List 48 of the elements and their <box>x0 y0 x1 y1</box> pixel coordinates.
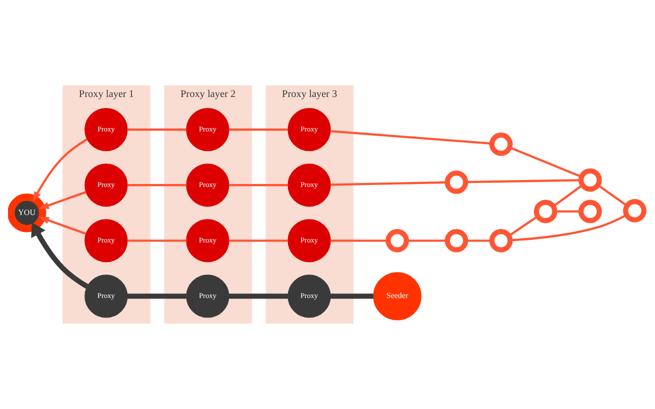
connector <box>466 240 492 242</box>
connector <box>509 146 582 178</box>
connector <box>330 130 492 145</box>
connector <box>228 294 288 299</box>
connector <box>228 184 288 186</box>
node-circle: Proxy <box>288 219 331 262</box>
node-circle: YOU <box>8 194 46 232</box>
connector <box>228 128 288 131</box>
connector <box>330 181 448 186</box>
arrow <box>32 138 88 202</box>
node-circle <box>578 200 602 224</box>
arrow <box>31 222 88 289</box>
node-circle: Proxy <box>288 164 331 207</box>
node-circle: Proxy <box>186 274 230 318</box>
node-circle <box>386 228 409 252</box>
connector <box>127 128 186 131</box>
node-circle <box>534 200 558 224</box>
arrow <box>38 191 86 209</box>
connector <box>508 215 538 237</box>
connector <box>127 240 186 242</box>
connector <box>554 210 581 213</box>
node-circle <box>578 168 602 192</box>
connector <box>597 184 628 207</box>
node-circle: Proxy <box>84 219 128 262</box>
node-circle <box>489 228 513 252</box>
node-circle <box>444 228 468 252</box>
connector <box>127 184 186 186</box>
node-circle: Proxy <box>186 219 230 262</box>
connector <box>406 240 448 242</box>
connector <box>552 184 584 208</box>
node-circle: Proxy <box>84 108 128 152</box>
connector <box>330 294 374 299</box>
connector <box>228 240 288 242</box>
node-circle: Proxy <box>186 164 230 207</box>
node-circle: Proxy <box>84 164 128 207</box>
node-circle: Seeder <box>373 272 422 320</box>
node-circle: Proxy <box>288 274 331 318</box>
node-circle <box>444 170 468 194</box>
node-circle: Proxy <box>84 274 128 318</box>
connector <box>330 240 388 242</box>
node-circle: Proxy <box>288 108 331 152</box>
arrow <box>38 216 86 235</box>
connector <box>510 214 628 242</box>
node-circle: Proxy <box>186 108 230 152</box>
connector <box>127 294 186 299</box>
node-circle <box>489 132 513 156</box>
connector <box>466 179 581 184</box>
node-circle <box>623 199 646 222</box>
